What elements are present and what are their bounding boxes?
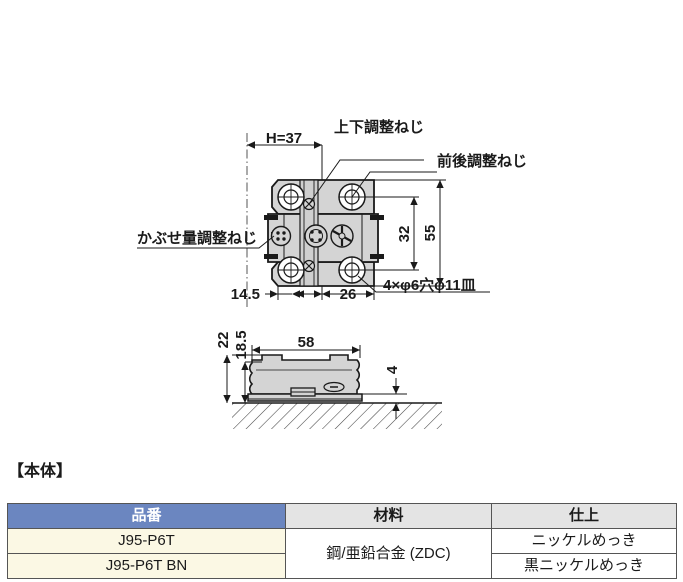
label-dim-4: 4 xyxy=(384,365,401,374)
cell-finish: ニッケルめっき xyxy=(491,528,677,554)
dim-22 xyxy=(223,354,262,403)
table-row: J95-P6T BN 黒ニッケルめっき xyxy=(7,553,677,579)
body-section-title: 【本体】 xyxy=(8,463,73,480)
label-dim-26: 26 xyxy=(340,286,357,303)
label-vertical-adjust-screw: 上下調整ねじ xyxy=(334,118,424,136)
dim-58 xyxy=(251,345,361,360)
label-dim-55: 55 xyxy=(422,225,439,242)
label-dim-58: 58 xyxy=(298,334,315,351)
label-dim-14-5: 14.5 xyxy=(231,286,260,303)
dim-h37 xyxy=(247,141,323,180)
cell-material: 鋼/亜鉛合金 (ZDC) xyxy=(285,528,492,579)
label-depth-adjust-screw: 前後調整ねじ xyxy=(437,152,527,170)
label-overlay-adjust-screw: かぶせ量調整ねじ xyxy=(137,229,257,247)
cell-finish: 黒ニッケルめっき xyxy=(491,553,677,579)
label-dim-18-5: 18.5 xyxy=(233,330,250,359)
label-dim-32: 32 xyxy=(396,226,413,243)
cell-part-no: J95-P6T BN xyxy=(7,553,286,579)
table-header-row: 品番 材料 仕上 xyxy=(7,503,677,529)
column-header-part-no: 品番 xyxy=(7,503,286,529)
column-header-finish: 仕上 xyxy=(491,503,677,529)
table-row: J95-P6T 鋼/亜鉛合金 (ZDC) ニッケルめっき xyxy=(7,528,677,579)
dim-18-5 xyxy=(241,361,262,403)
dim-32 xyxy=(352,196,419,271)
label-h37: H=37 xyxy=(266,130,302,147)
label-hole-note: 4×φ6穴φ11皿 xyxy=(383,276,476,294)
dim-bottom xyxy=(265,286,375,300)
dim-55 xyxy=(374,179,446,287)
leader-lines xyxy=(137,159,490,293)
column-header-material: 材料 xyxy=(285,503,492,529)
dim-4 xyxy=(357,378,407,419)
specification-table: 品番 材料 仕上 J95-P6T 鋼/亜鉛合金 (ZDC) ニッケルめっき J9… xyxy=(7,503,677,579)
technical-drawing: H=37 上下調整ねじ 前後調整ねじ かぶせ量調整ねじ 4×φ6穴φ11皿 32… xyxy=(137,118,527,429)
hinge-plate-side xyxy=(247,354,363,402)
ground-surface xyxy=(232,402,442,429)
label-dim-22: 22 xyxy=(215,332,232,349)
adjustment-screws xyxy=(270,224,354,248)
cell-part-no: J95-P6T xyxy=(7,528,286,554)
